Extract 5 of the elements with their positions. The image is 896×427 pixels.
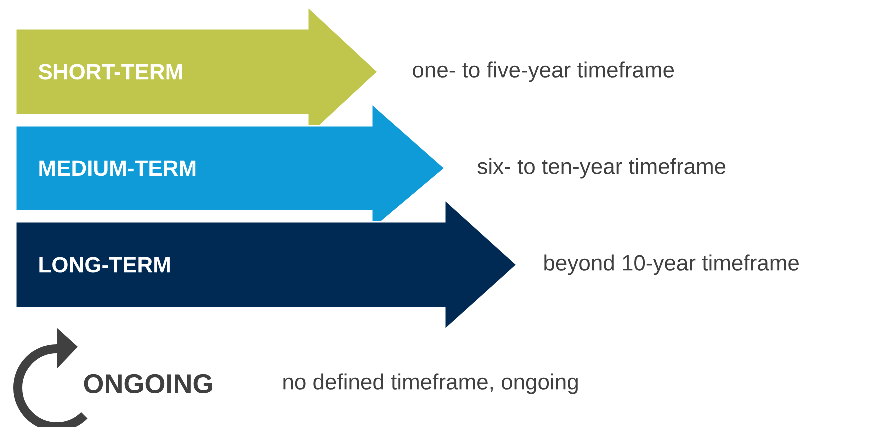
ongoing-heading: ONGOING — [84, 374, 212, 394]
timeframe-text: one- to five-year timeframe — [413, 62, 674, 82]
timeframe-text: no defined timeframe, ongoing — [284, 374, 578, 394]
timeframe-text: beyond 10-year timeframe — [544, 254, 799, 276]
timeframe-text: six- to ten-year timeframe — [478, 158, 726, 179]
